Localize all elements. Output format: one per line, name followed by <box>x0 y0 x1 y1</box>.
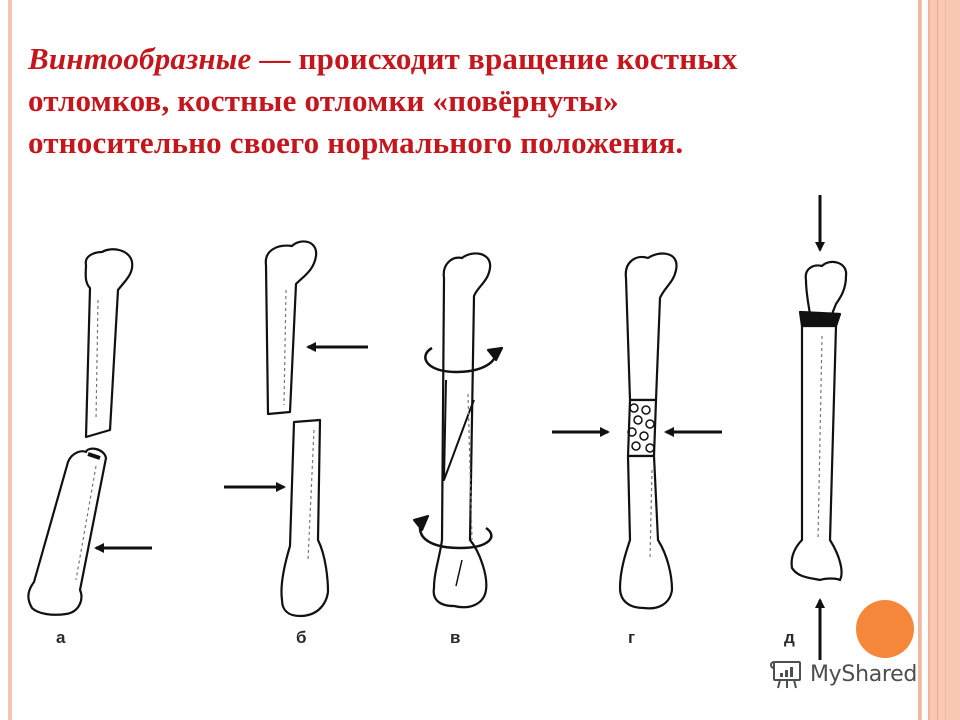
rotate-arrow-icon <box>424 346 498 374</box>
bone-a <box>27 248 134 616</box>
title-term: Винтообразные <box>28 41 252 76</box>
slide-title: Винтообразные — происходит вращение кост… <box>28 38 908 164</box>
bone-v <box>432 252 492 609</box>
bone-b <box>264 240 330 618</box>
panel-label-g: г <box>628 628 636 647</box>
title-line3: относительно своего нормального положени… <box>28 125 684 160</box>
panel-label-v: в <box>450 628 461 647</box>
title-line1: происходит вращение костных <box>298 41 738 76</box>
title-dash: — <box>251 41 299 76</box>
watermark-text: MyShared <box>810 661 918 687</box>
panel-label-d: д <box>784 628 795 647</box>
bone-g <box>618 252 678 610</box>
orange-dot-decoration <box>856 600 914 658</box>
slide-left-border <box>8 0 12 720</box>
presentation-board-icon <box>770 661 801 689</box>
panel-label-a: а <box>56 628 66 647</box>
panel-label-b: б <box>296 628 307 647</box>
rotate-arrow-icon <box>418 526 493 550</box>
slide-right-border <box>918 0 960 720</box>
title-line2: отломков, костные отломки «повёрнуты» <box>28 83 619 118</box>
bone-d <box>790 260 848 582</box>
myshared-watermark: MyShared <box>768 656 917 692</box>
